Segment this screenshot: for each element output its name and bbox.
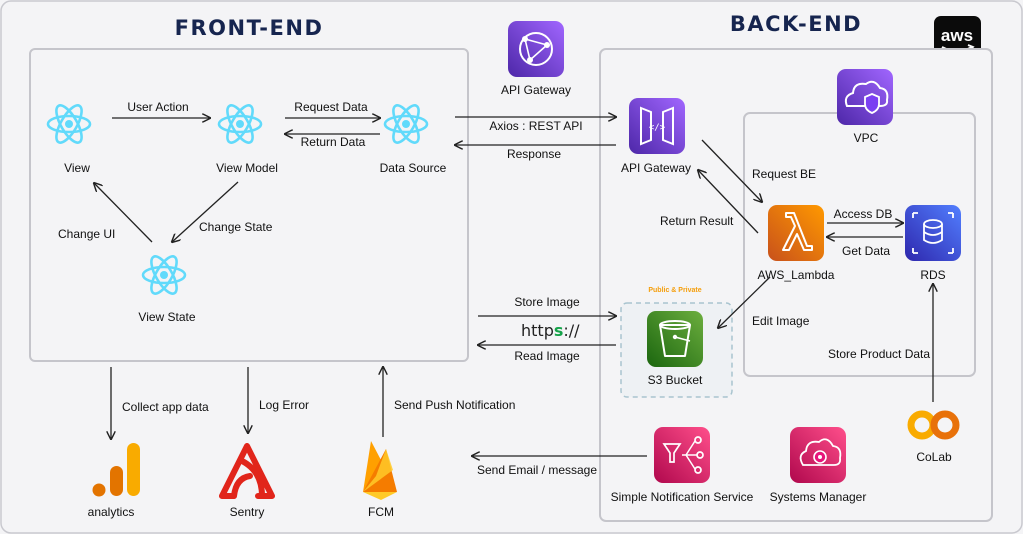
label-user-action: User Action bbox=[127, 100, 188, 114]
s3-badge: Public & Private bbox=[648, 287, 701, 294]
sns-icon bbox=[654, 427, 710, 483]
label-store-product: Store Product Data bbox=[828, 347, 930, 361]
label-store-image: Store Image bbox=[514, 295, 580, 309]
firebase-icon bbox=[363, 441, 397, 500]
label-push: Send Push Notification bbox=[394, 398, 515, 412]
colab-label: CoLab bbox=[916, 450, 952, 464]
api-gateway-top-label: API Gateway bbox=[501, 83, 571, 97]
view-label: View bbox=[64, 161, 90, 175]
frontend-container bbox=[29, 48, 469, 362]
label-read-image: Read Image bbox=[514, 349, 580, 363]
label-axios: Axios : REST API bbox=[489, 119, 582, 133]
api-gateway-label: API Gateway bbox=[621, 161, 691, 175]
label-request-be: Request BE bbox=[752, 167, 816, 181]
label-return-data: Return Data bbox=[301, 135, 366, 149]
label-send-email: Send Email / message bbox=[477, 463, 597, 477]
lambda-icon bbox=[768, 205, 824, 261]
sentry-icon bbox=[219, 443, 275, 499]
lambda-label: AWS_Lambda bbox=[758, 268, 835, 282]
arrow-edit-image bbox=[718, 276, 771, 328]
rds-label: RDS bbox=[920, 268, 945, 282]
api-gateway-top-icon bbox=[508, 21, 564, 77]
label-request-data: Request Data bbox=[294, 100, 368, 114]
backend-header: BACK-END bbox=[730, 12, 862, 36]
view-model-label: View Model bbox=[216, 161, 278, 175]
label-change-ui: Change UI bbox=[58, 227, 115, 241]
sns-label: Simple Notification Service bbox=[611, 490, 754, 504]
label-return-result: Return Result bbox=[660, 214, 734, 228]
label-log-error: Log Error bbox=[259, 398, 309, 412]
arrow-change-ui bbox=[94, 183, 153, 243]
data-source-label: Data Source bbox=[380, 161, 447, 175]
frontend-header: FRONT-END bbox=[175, 16, 324, 40]
sentry-label: Sentry bbox=[230, 505, 265, 519]
colab-icon bbox=[907, 410, 960, 440]
s3-icon bbox=[647, 311, 703, 367]
svg-text:</>: </> bbox=[649, 123, 666, 133]
systems-manager-icon bbox=[790, 427, 846, 483]
label-get-data: Get Data bbox=[842, 244, 890, 258]
https-label: https:// bbox=[521, 321, 580, 340]
label-change-state: Change State bbox=[199, 220, 273, 234]
vpc-icon bbox=[837, 69, 893, 125]
analytics-label: analytics bbox=[88, 505, 135, 519]
fcm-label: FCM bbox=[368, 505, 394, 519]
rds-icon bbox=[905, 205, 961, 261]
svg-text:aws: aws bbox=[941, 26, 973, 45]
analytics-icon bbox=[92, 443, 140, 497]
vpc-label: VPC bbox=[854, 131, 879, 145]
api-gateway-icon: </> bbox=[629, 98, 685, 154]
s3-label: S3 Bucket bbox=[648, 373, 703, 387]
label-access-db: Access DB bbox=[834, 207, 893, 221]
arrow-request-be bbox=[701, 139, 762, 202]
label-response: Response bbox=[507, 147, 561, 161]
systems-manager-label: Systems Manager bbox=[770, 490, 867, 504]
arrow-return-result bbox=[698, 170, 759, 234]
label-edit-image: Edit Image bbox=[752, 314, 810, 328]
label-collect: Collect app data bbox=[122, 400, 209, 414]
view-state-label: View State bbox=[138, 310, 195, 324]
arrow-change-state bbox=[172, 181, 239, 242]
